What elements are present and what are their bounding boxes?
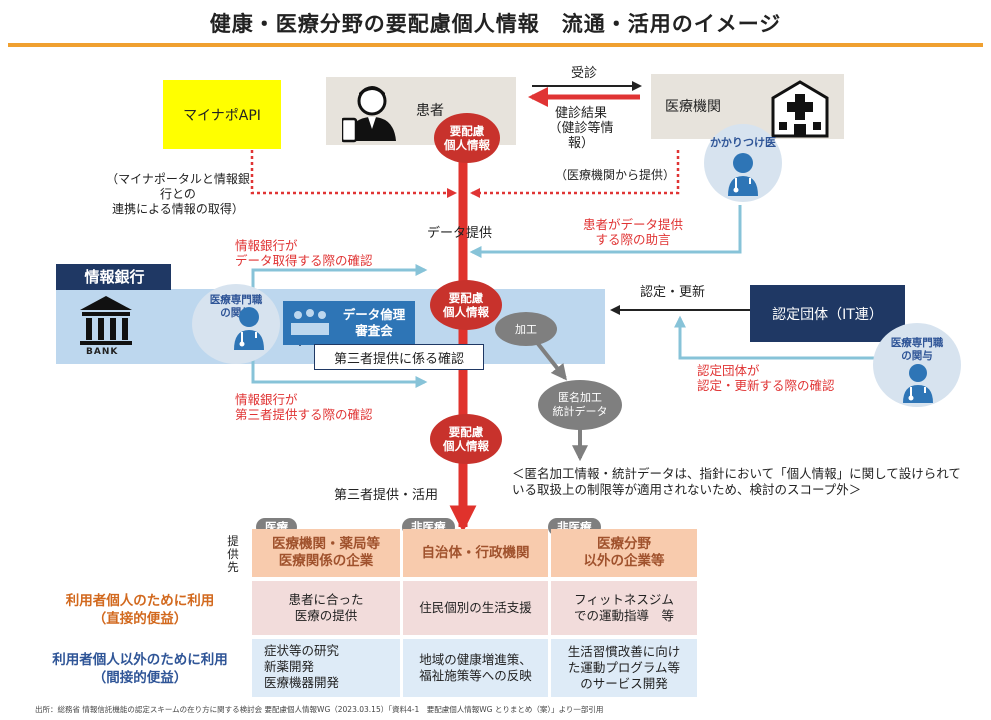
checkup-result-sub: （健診等情報） bbox=[548, 121, 614, 151]
patient-advice-note: 患者がデータ提供 する際の助言 bbox=[583, 217, 684, 247]
cert-update-label: 認定・更新 bbox=[640, 285, 706, 300]
sensitive-info-bank: 要配慮 個人情報 bbox=[430, 280, 502, 330]
third-party-use-label: 第三者提供・活用 bbox=[334, 488, 439, 503]
data-provide-label: データ提供 bbox=[427, 226, 493, 241]
provide-to-label: 提 供 先 bbox=[227, 534, 239, 574]
recipient-non-medical: 医療分野 以外の企業等 bbox=[551, 529, 697, 577]
indirect-government: 地域の健康増進策、 福祉施策等への反映 bbox=[403, 639, 548, 697]
cert-body-box: 認定団体（IT連） bbox=[750, 285, 905, 342]
anonymous-data: 匿名加工 統計データ bbox=[538, 380, 622, 430]
visit-label: 受診 bbox=[571, 66, 598, 81]
medical-dotted-arrow bbox=[470, 150, 680, 198]
advice-arrow bbox=[469, 205, 742, 258]
patient-label: 患者 bbox=[416, 103, 444, 119]
info-bank-title: 情報銀行 bbox=[84, 268, 145, 286]
recipient-government: 自治体・行政機関 bbox=[403, 529, 548, 577]
bank-acquire-note: 情報銀行が データ取得する際の確認 bbox=[235, 238, 373, 268]
source-note: 出所：総務省 情報信託機能の認定スキームの在り方に関する検討会 要配慮個人情報W… bbox=[35, 705, 604, 714]
sensitive-info-top: 要配慮 個人情報 bbox=[434, 113, 500, 163]
hospital-icon bbox=[771, 80, 829, 138]
mynapo-box: マイナポAPI bbox=[163, 80, 281, 149]
title-rule bbox=[8, 43, 983, 47]
indirect-benefit-label: 利用者個人以外のために利用 （間接的便益） bbox=[52, 652, 228, 686]
indirect-non-medical: 生活習慣改善に向け た運動プログラム等 のサービス開発 bbox=[551, 639, 697, 697]
checkup-result: 健診結果 （健診等情報） bbox=[541, 106, 621, 151]
cert-doctor-icon bbox=[903, 364, 933, 403]
cert-body-label: 認定団体（IT連） bbox=[772, 306, 883, 323]
process-label: 加工 bbox=[515, 323, 537, 336]
cert-check-arrow bbox=[674, 315, 880, 360]
cert-advice-note: 認定団体が 認定・更新する際の確認 bbox=[697, 363, 835, 393]
mynapo-dotted-arrow bbox=[250, 150, 457, 198]
ethics-board: データ倫理 審査会 bbox=[283, 301, 415, 345]
bank-third-note: 情報銀行が 第三者提供する際の確認 bbox=[235, 392, 373, 422]
bank-word: BANK bbox=[86, 347, 119, 357]
third-party-check-label: 第三者提供に係る確認 bbox=[333, 351, 464, 367]
process-cloud: 加工 bbox=[495, 312, 557, 346]
bank-header bbox=[56, 264, 171, 290]
page-title: 健康・医療分野の要配慮個人情報 流通・活用のイメージ bbox=[209, 12, 782, 36]
bank-doctor-icon bbox=[234, 307, 264, 350]
cert-expert-circle: 医療専門職 の関与 bbox=[873, 323, 961, 407]
direct-medical: 患者に合った 医療の提供 bbox=[252, 581, 400, 635]
cert-expert-label: 医療専門職 の関与 bbox=[890, 337, 944, 362]
process-arrow bbox=[533, 338, 567, 381]
direct-non-medical: フィットネスジム での運動指導 等 bbox=[551, 581, 697, 635]
committee-icon bbox=[291, 309, 329, 335]
sensitive-info-bottom: 要配慮 個人情報 bbox=[430, 414, 502, 464]
third-party-check-box: 第三者提供に係る確認 bbox=[314, 344, 484, 370]
medical-label: 医療機関 bbox=[665, 99, 721, 115]
from-medical-note: （医療機関から提供） bbox=[555, 168, 676, 182]
bank-icon bbox=[80, 296, 132, 345]
kakaritsuke-label: かかりつけ医 bbox=[709, 136, 777, 149]
mynaportal-note: （マイナポータルと情報銀行との 連携による情報の取得） bbox=[106, 172, 250, 216]
patient-icon bbox=[342, 86, 396, 143]
bank-expert-circle: 医療専門職 の関与 bbox=[192, 284, 280, 364]
indirect-medical: 症状等の研究 新薬開発 医療機器開発 bbox=[252, 639, 400, 697]
direct-government: 住民個別の生活支援 bbox=[403, 581, 548, 635]
ethics-label: データ倫理 審査会 bbox=[342, 307, 406, 338]
direct-benefit-label: 利用者個人のために利用 （直接的便益） bbox=[65, 593, 215, 627]
kakaritsuke-circle: かかりつけ医 bbox=[704, 124, 782, 202]
scope-note: ＜匿名加工情報・統計データは、指針において「個人情報」に関して設けられて いる取… bbox=[512, 466, 961, 497]
doctor-icon bbox=[728, 153, 758, 196]
mynapo-label: マイナポAPI bbox=[183, 107, 261, 124]
checkup-result-label: 健診結果 bbox=[554, 106, 607, 121]
recipient-medical: 医療機関・薬局等 医療関係の企業 bbox=[252, 529, 400, 577]
